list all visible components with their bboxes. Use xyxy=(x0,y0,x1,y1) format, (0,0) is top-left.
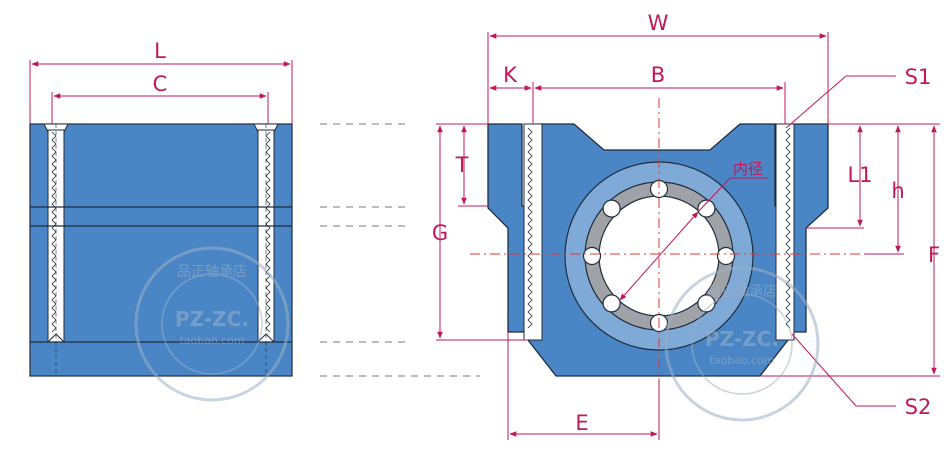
bearing-ball xyxy=(602,294,621,313)
watermark-brand-right: PZ-ZC. xyxy=(705,327,779,351)
bearing-balls xyxy=(582,179,736,333)
watermark-ring-left: 品正轴承店 xyxy=(177,264,247,280)
projection-lines xyxy=(320,123,480,377)
bearing-ball xyxy=(582,246,602,266)
dim-label-h: h xyxy=(891,179,904,203)
watermark-brand-left: PZ-ZC. xyxy=(175,307,249,331)
dim-label-S2: S2 xyxy=(905,395,932,419)
dim-label-B: B xyxy=(651,63,665,87)
watermark-site-left: taobao.com xyxy=(179,334,244,347)
dim-label-L: L xyxy=(154,39,166,63)
bearing-ball xyxy=(602,199,621,218)
dim-label-K: K xyxy=(503,63,518,87)
side-view xyxy=(29,123,293,377)
dim-label-S1: S1 xyxy=(905,65,932,89)
bearing-ball xyxy=(697,294,716,313)
watermark-ring-right: 品正轴承店 xyxy=(707,284,777,300)
dim-label-G: G xyxy=(432,221,448,245)
inner-diameter-leader xyxy=(619,177,768,301)
dim-label-C: C xyxy=(153,72,168,96)
right-dimensions xyxy=(436,32,940,440)
dim-label-F: F xyxy=(928,243,940,267)
dim-label-T: T xyxy=(455,153,469,177)
bearing-ball xyxy=(697,199,716,218)
watermark-left: PZ-ZC. taobao.com 品正轴承店 xyxy=(134,246,290,402)
dim-label-W: W xyxy=(648,11,669,35)
watermark-site-right: taobao.com xyxy=(709,354,774,367)
bearing-ball xyxy=(716,246,736,266)
left-dimensions xyxy=(29,60,293,124)
watermark-right: PZ-ZC. taobao.com 品正轴承店 xyxy=(664,266,820,422)
label-inner-diameter: 内径 xyxy=(733,160,763,178)
dim-label-L1: L1 xyxy=(847,163,872,187)
dim-label-E: E xyxy=(575,411,588,435)
